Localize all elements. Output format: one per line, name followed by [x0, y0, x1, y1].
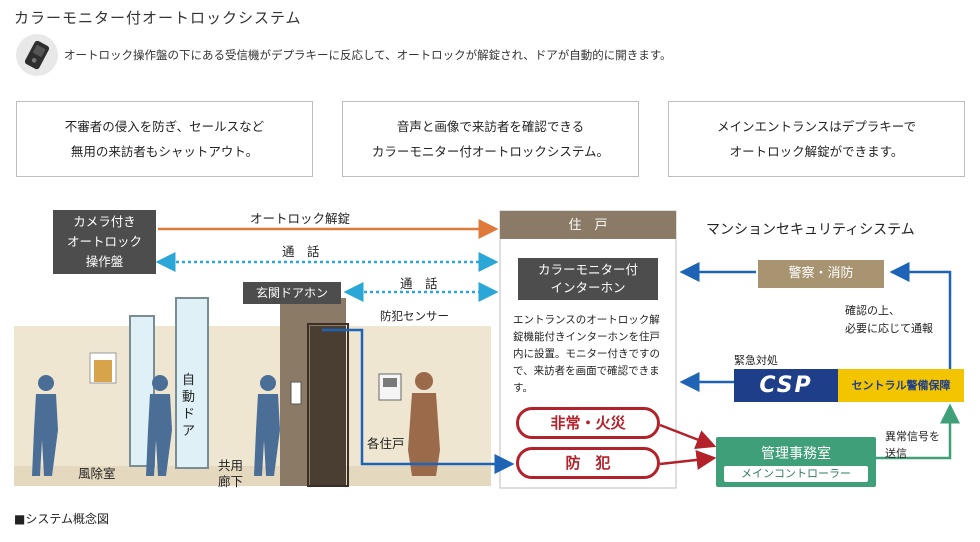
camera-panel-device [94, 360, 112, 382]
person-silhouette-icon [32, 375, 58, 476]
unit-door-frame [307, 323, 349, 487]
management-office-label: 管理事務室 [761, 446, 831, 462]
page-title: カラーモニター付オートロックシステム [14, 9, 302, 27]
security-system-title: マンションセキュリティシステム [706, 222, 915, 238]
feature-box-3: メインエントランスはデプラキーで オートロック解錠ができます。 [668, 101, 965, 177]
fire-emergency-label: 非常・火災 [516, 407, 660, 439]
vestibule-label: 風除室 [78, 466, 116, 481]
floor [14, 466, 491, 486]
management-office-box: 管理事務室 メインコントローラー [716, 437, 876, 487]
feature-box-1: 不審者の侵入を防ぎ、セールスなど 無用の来訪者もシャットアウト。 [16, 101, 313, 177]
remote-key-icon [15, 33, 59, 77]
crime-prevention-label: 防 犯 [516, 447, 660, 479]
call-label-2: 通 話 [400, 276, 438, 291]
person-silhouette-icon [254, 375, 280, 476]
each-unit-label: 各住戸 [367, 436, 405, 451]
crime-to-office-arrow [659, 449, 717, 470]
monitor-intercom-label: カラーモニター付 インターホン [518, 258, 658, 300]
fire-to-office-arrow [659, 423, 717, 449]
unit-door [310, 326, 346, 486]
csp-logo-banner: CSP セントラル警備保障 [734, 369, 964, 402]
person-silhouette-icon [408, 372, 440, 476]
police-fire-label: 警察・消防 [758, 260, 884, 288]
office-to-csp-arrow [876, 403, 960, 460]
csp-company-name: セントラル警備保障 [851, 379, 951, 392]
autolock-release-label: オートロック解錠 [250, 211, 351, 226]
entrance-phone-label: 玄関ドアホン [243, 282, 341, 304]
call-label-1: 通 話 [282, 244, 320, 259]
feature-box-2: 音声と画像で来訪者を確認できる カラーモニター付オートロックシステム。 [342, 101, 639, 177]
dwelling-header: 住 戸 [568, 218, 608, 233]
security-sensor-label: 防犯センサー [380, 309, 449, 323]
abnormal-signal-label: 異常信号を 送信 [885, 430, 940, 460]
person-silhouette-icon [146, 375, 172, 476]
auto-door-label: 自動ドア [182, 373, 196, 439]
intro-text: オートロック操作盤の下にある受信機がデプラキーに反応して、オートロックが解錠され… [64, 48, 672, 62]
csp-logo: CSP [734, 369, 838, 402]
dwelling-box [499, 210, 677, 489]
glass-panel-2 [175, 297, 209, 469]
confirm-note: 確認の上、 必要に応じて通報 [845, 304, 933, 335]
main-controller-label: メインコントローラー [724, 466, 868, 482]
door-phone-device [290, 381, 302, 405]
diagram-caption: ■システム概念図 [14, 512, 109, 526]
glass-panel-1 [129, 315, 155, 467]
shared-corridor-label: 共用 廊下 [218, 458, 244, 489]
dwelling-header-bar [500, 211, 676, 239]
dwelling-description: エントランスのオートロック解錠機能付きインターホンを住戸内に設置。モニター付きで… [513, 314, 660, 394]
emergency-response-label: 緊急対処 [734, 354, 778, 367]
sensor-line [322, 328, 515, 474]
camera-panel-label: カメラ付き オートロック 操作盤 [53, 210, 156, 274]
csp-to-police-arrow [889, 262, 952, 370]
